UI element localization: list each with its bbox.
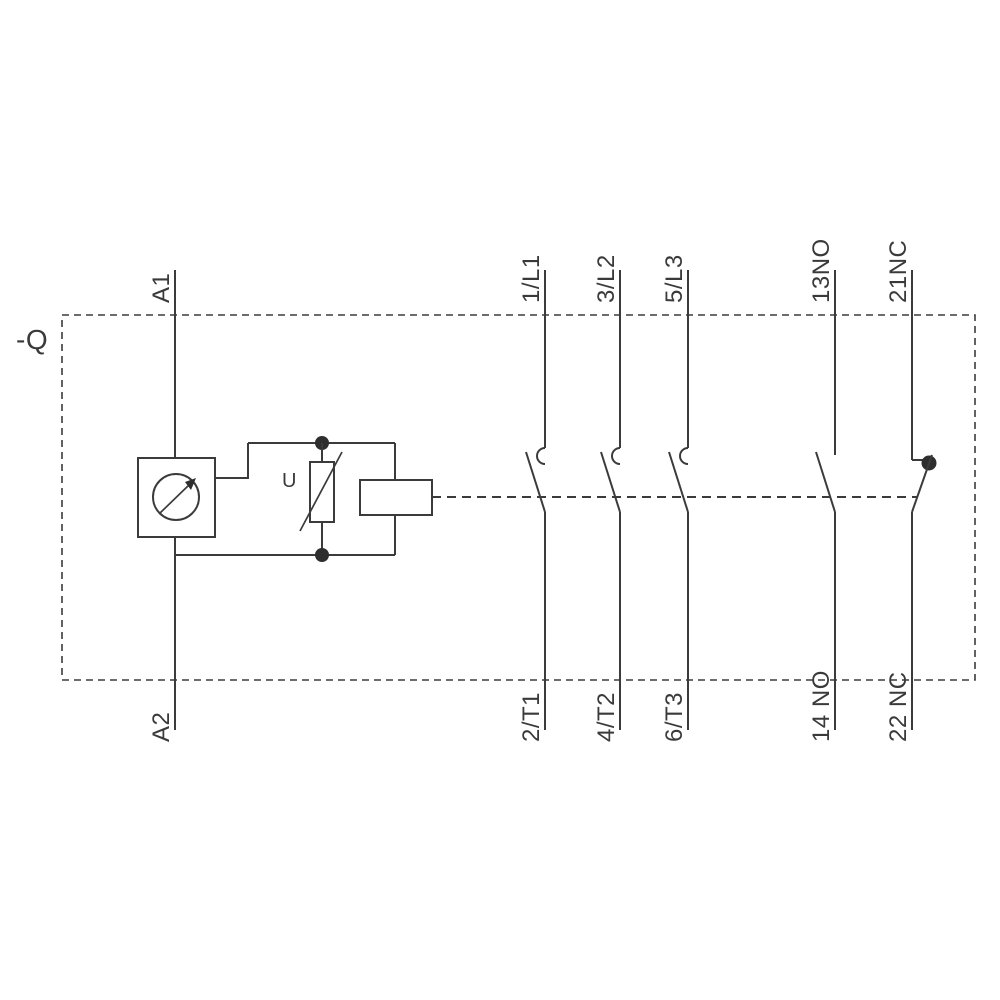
- terminal-label-4t2: 4/T2: [593, 692, 620, 742]
- aux-nc-moving-blade: [911, 454, 933, 513]
- terminal-label-22nc: 22 NC: [885, 671, 912, 742]
- varistor-body: [309, 461, 335, 523]
- module-arrow-head-icon: [185, 478, 196, 490]
- terminal-labels-bottom: A2 2/T1 4/T2 6/T3 14 NO 22 NC: [148, 670, 912, 742]
- module-output-connector: [215, 443, 249, 479]
- terminal-label-6t3: 6/T3: [661, 692, 688, 742]
- terminal-label-1l1: 1/L1: [518, 254, 545, 303]
- aux-no-moving-blade: [815, 451, 836, 513]
- varistor-label: U: [282, 470, 297, 492]
- terminal-labels-top: A1 1/L1 3/L2 5/L3 13NO 21NC: [148, 238, 912, 303]
- module-arrow-shaft: [158, 483, 191, 515]
- electronic-module-circle: [152, 473, 200, 521]
- coil-body: [359, 479, 433, 516]
- terminal-label-13no: 13NO: [808, 238, 835, 303]
- main-contact-pole-2: [600, 270, 621, 730]
- operating-coil: [359, 443, 433, 555]
- pole3-moving-blade: [668, 451, 689, 513]
- aux-contact-nc: [911, 270, 937, 730]
- junction-dot-bottom: [315, 548, 329, 562]
- electronic-module-box: [137, 457, 216, 538]
- terminal-label-a2: A2: [148, 712, 175, 742]
- pole2-fixed-contact-hook: [611, 447, 621, 465]
- varistor: [299, 443, 343, 555]
- pole1-moving-blade: [525, 451, 546, 513]
- electronic-module: [137, 457, 216, 538]
- main-contact-pole-3: [668, 270, 689, 730]
- terminal-label-2t1: 2/T1: [518, 692, 545, 742]
- pole3-fixed-contact-hook: [679, 447, 689, 465]
- main-contact-pole-1: [525, 270, 546, 730]
- aux-contact-no: [815, 270, 836, 730]
- pole1-fixed-contact-hook: [536, 447, 546, 465]
- terminal-label-21nc: 21NC: [885, 240, 912, 303]
- coil-circuit: U: [137, 270, 433, 730]
- terminal-label-3l2: 3/L2: [593, 254, 620, 303]
- device-boundary-box: [61, 314, 976, 681]
- device-label: -Q: [16, 324, 48, 355]
- terminal-label-14no: 14 NO: [808, 670, 835, 742]
- varistor-slash: [299, 451, 343, 532]
- terminal-label-5l3: 5/L3: [661, 254, 688, 303]
- pole2-moving-blade: [600, 451, 621, 513]
- terminal-label-a1: A1: [148, 273, 175, 303]
